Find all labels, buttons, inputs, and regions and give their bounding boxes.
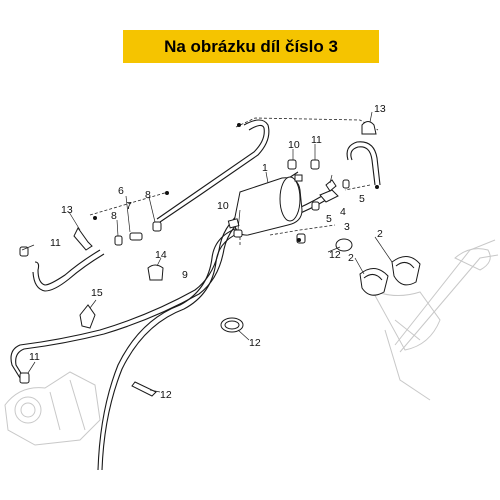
callout-1: 1 — [262, 162, 268, 174]
callout-5: 5 — [326, 213, 332, 225]
callout-7: 7 — [126, 200, 132, 212]
reference-dots — [93, 123, 379, 242]
callout-5: 5 — [359, 193, 365, 205]
callout-13: 13 — [61, 204, 73, 216]
callout-11: 11 — [50, 237, 61, 249]
small-fittings — [19, 121, 377, 397]
callout-13: 13 — [374, 103, 386, 115]
callout-3: 3 — [344, 221, 350, 233]
callout-8: 8 — [111, 210, 117, 222]
right-hook-hose — [346, 141, 381, 186]
callout-15: 15 — [91, 287, 103, 299]
callout-12: 12 — [249, 337, 261, 349]
callout-9: 9 — [182, 269, 188, 281]
mounting-bracket-right — [391, 256, 421, 286]
background-engine-sketch — [4, 371, 101, 446]
fuel-filter-canister — [227, 174, 303, 236]
callout-2: 2 — [377, 228, 383, 240]
callout-4: 4 — [340, 206, 346, 218]
callout-11: 11 — [311, 134, 322, 146]
callout-11: 11 — [29, 351, 40, 363]
leader-lines — [21, 111, 393, 393]
left-hose — [32, 249, 105, 292]
callout-12: 12 — [160, 389, 172, 401]
mounting-bracket-left — [359, 268, 389, 296]
part-highlight-banner: Na obrázku díl číslo 3 — [123, 30, 379, 63]
callout-2: 2 — [348, 252, 354, 264]
part-callouts: 13 10 11 1 6 7 8 8 13 11 10 4 5 5 3 2 2 … — [29, 103, 386, 401]
callout-14: 14 — [155, 249, 167, 261]
callout-10: 10 — [217, 200, 229, 212]
background-frame-sketch — [370, 239, 499, 401]
callout-12: 12 — [329, 249, 341, 261]
callout-10: 10 — [288, 139, 300, 151]
callout-6: 6 — [118, 185, 124, 197]
callout-8: 8 — [145, 189, 151, 201]
breather-hose-top — [156, 119, 270, 223]
